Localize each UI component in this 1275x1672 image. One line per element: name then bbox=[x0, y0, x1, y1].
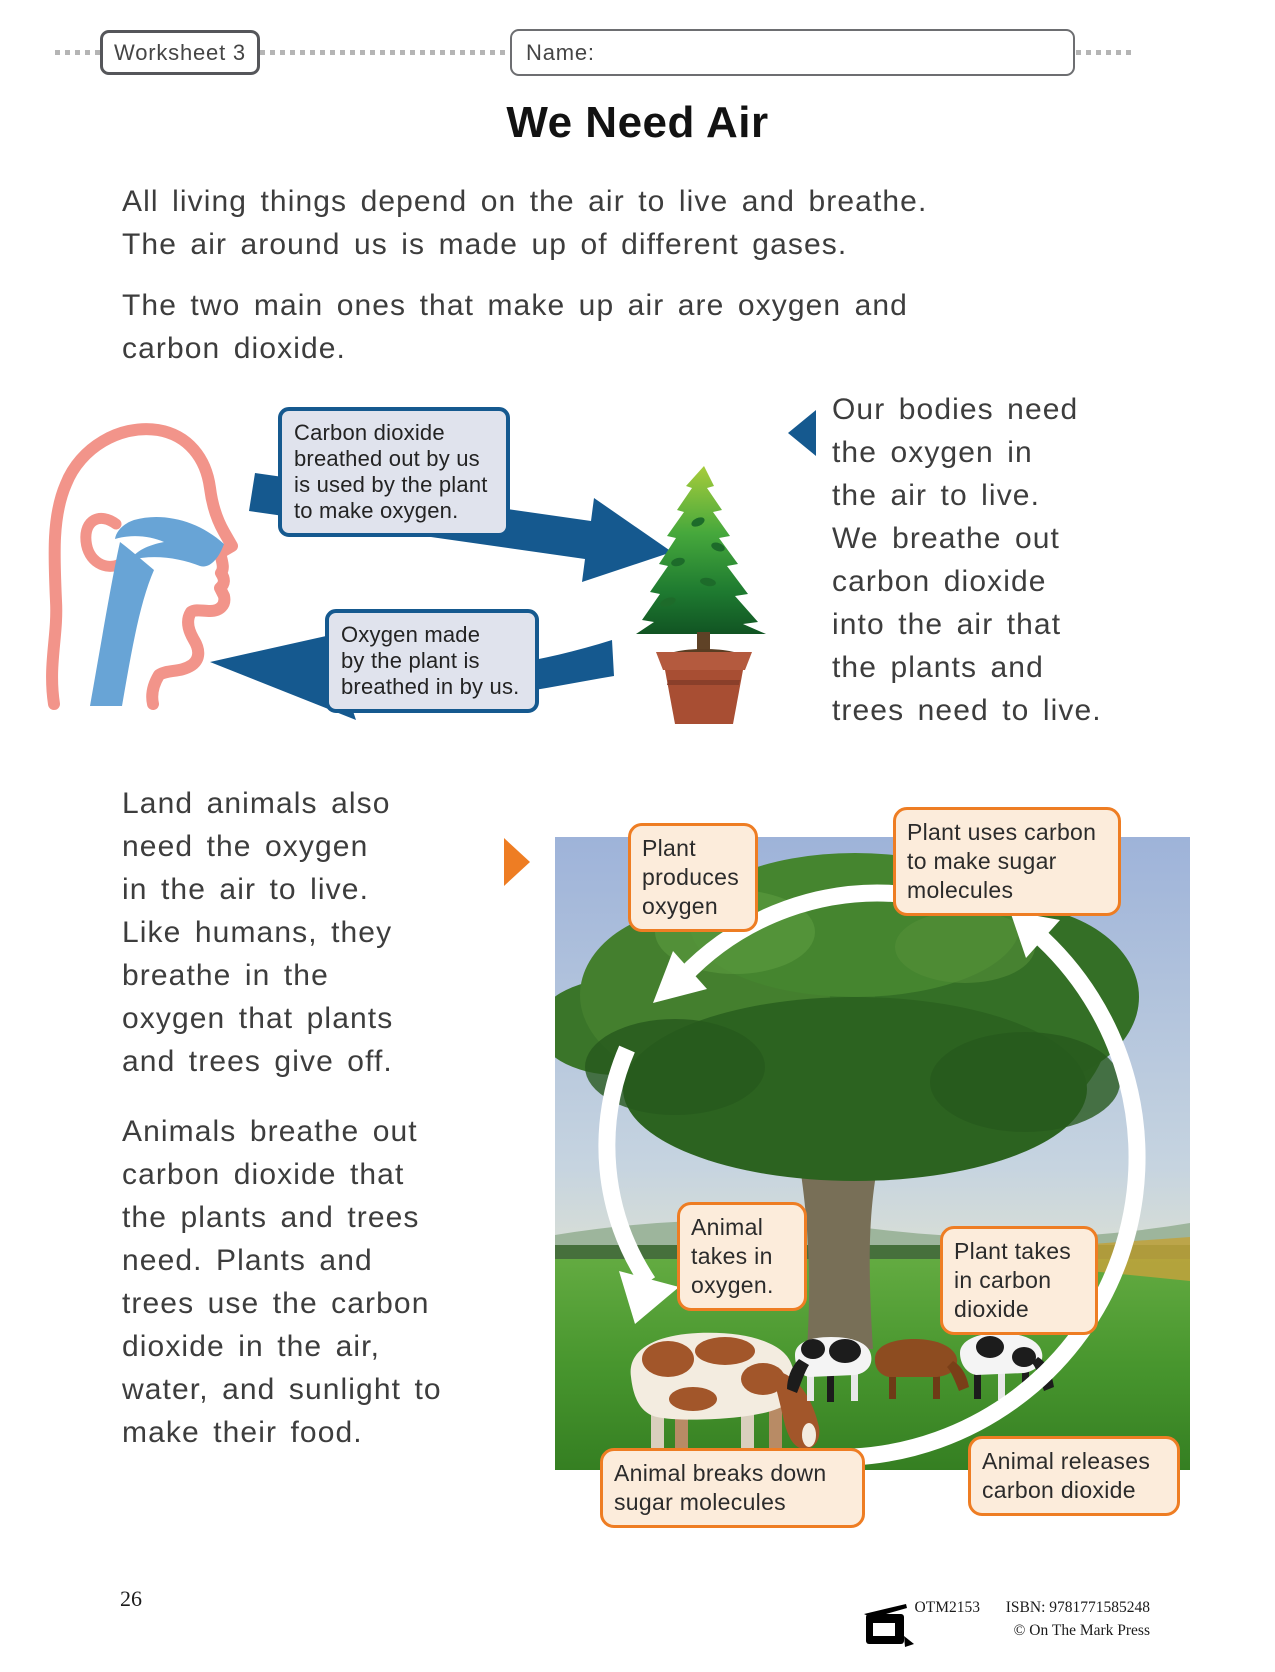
worksheet-tag: Worksheet 3 bbox=[100, 30, 260, 75]
pot-body bbox=[665, 670, 743, 724]
header-dotted-line-middle bbox=[260, 50, 510, 55]
page-title: We Need Air bbox=[506, 98, 769, 147]
tree-leaves bbox=[660, 517, 725, 607]
cow-brown bbox=[874, 1339, 969, 1399]
tree-cone bbox=[636, 466, 766, 634]
blue-triangle-bullet-icon bbox=[788, 410, 816, 456]
pot-band bbox=[667, 680, 740, 685]
copyright: © On The Mark Press bbox=[1013, 1622, 1150, 1639]
cycle-arrow-top-icon bbox=[676, 884, 912, 983]
photo-callout-plant-takes-co2: Plant takes in carbon dioxide bbox=[940, 1226, 1098, 1335]
cycle-arrow-right-icon bbox=[852, 925, 1146, 1466]
cycle-arrow-left-head-icon bbox=[619, 1271, 679, 1324]
worksheet-tag-label: Worksheet 3 bbox=[114, 39, 246, 65]
product-code: OTM2153 bbox=[914, 1599, 980, 1616]
photo-callout-animal-takes-oxygen: Animal takes in oxygen. bbox=[677, 1202, 807, 1311]
header-dotted-line-right bbox=[1076, 50, 1136, 55]
photo-callout-animal-breaks-sugar: Animal breaks down sugar molecules bbox=[600, 1448, 865, 1528]
name-field-label: Name: bbox=[526, 39, 595, 65]
cow-holstein-left bbox=[787, 1337, 872, 1402]
potted-plant-illustration bbox=[636, 466, 766, 724]
ear-outline bbox=[80, 513, 126, 572]
intro-paragraph-2: The two main ones that make up air are o… bbox=[122, 289, 908, 365]
isbn: ISBN: 9781771585248 bbox=[1005, 1599, 1150, 1616]
cycle-arrow-top-head-icon bbox=[653, 951, 707, 1003]
header-dotted-line-left bbox=[55, 50, 100, 55]
head-outline bbox=[46, 423, 238, 710]
bodies-need-oxygen-text: Our bodies need the oxygen in the air to… bbox=[832, 393, 1102, 727]
land-animals-paragraph-1: Land animals also need the oxygen in the… bbox=[122, 787, 394, 1078]
callout-o2: Oxygen made by the plant is breathed in … bbox=[325, 609, 539, 713]
cycle-arrows bbox=[598, 884, 1146, 1466]
airway-throat-shape bbox=[90, 542, 154, 706]
pot-rim bbox=[656, 652, 752, 670]
name-field[interactable]: Name: bbox=[510, 29, 1075, 76]
cycle-arrow-right-head-icon bbox=[1010, 911, 1060, 958]
publisher-info: OTM2153 ISBN: 9781771585248 © On The Mar… bbox=[915, 1596, 1150, 1642]
callout-co2: Carbon dioxide breathed out by us is use… bbox=[278, 407, 510, 537]
head-airway-illustration bbox=[46, 423, 238, 710]
cycle-arrow-left-icon bbox=[598, 1045, 656, 1287]
on-the-mark-press-logo bbox=[864, 1604, 914, 1647]
photo-callout-plant-uses-carbon: Plant uses carbon to make sugar molecule… bbox=[893, 807, 1121, 916]
code-isbn-line: OTM2153 ISBN: 9781771585248 bbox=[915, 1596, 1150, 1619]
land-animals-paragraph-2: Animals breathe out carbon dioxide that … bbox=[122, 1115, 442, 1449]
photo-callout-plant-produces-oxygen: Plant produces oxygen bbox=[628, 823, 758, 932]
intro-paragraph-1: All living things depend on the air to l… bbox=[122, 185, 928, 261]
airway-nasal-shape bbox=[115, 517, 224, 567]
photo-callout-animal-releases-co2: Animal releases carbon dioxide bbox=[968, 1436, 1180, 1516]
page-number: 26 bbox=[120, 1586, 142, 1611]
orange-triangle-bullet-icon bbox=[504, 838, 530, 886]
